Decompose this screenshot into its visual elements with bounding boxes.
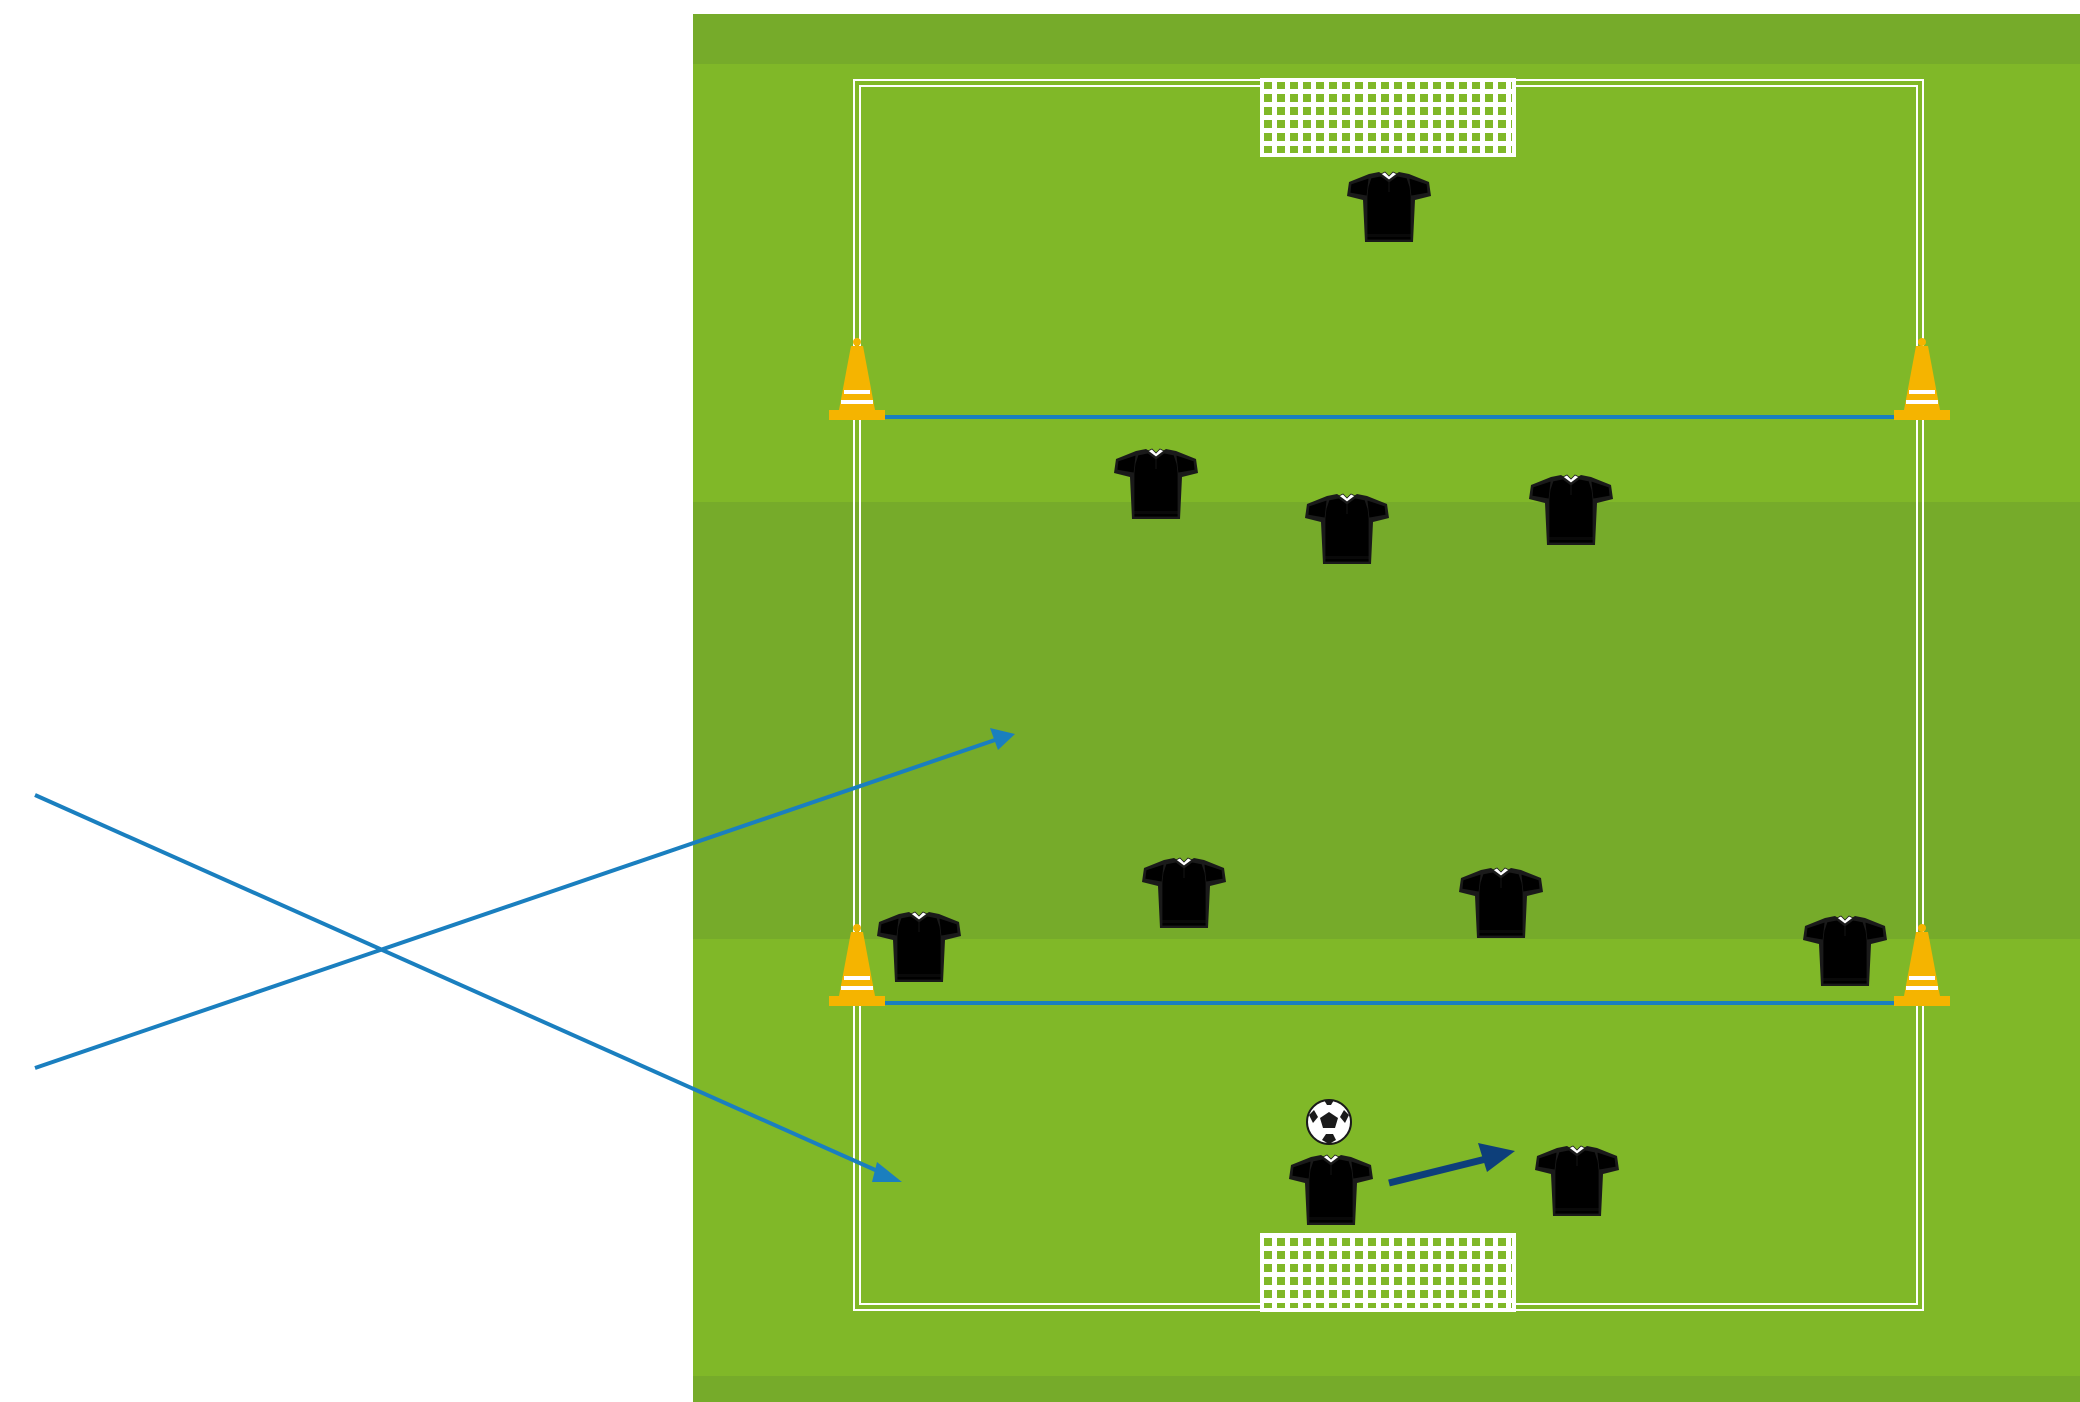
soccer-ball-icon: [1307, 1100, 1351, 1144]
pitch-stripe: [693, 502, 2080, 939]
goal-top: [1262, 80, 1514, 155]
pitch-stripe: [693, 1376, 2080, 1402]
pitch-stripe: [693, 14, 2080, 64]
goal-bottom: [1262, 1235, 1514, 1310]
